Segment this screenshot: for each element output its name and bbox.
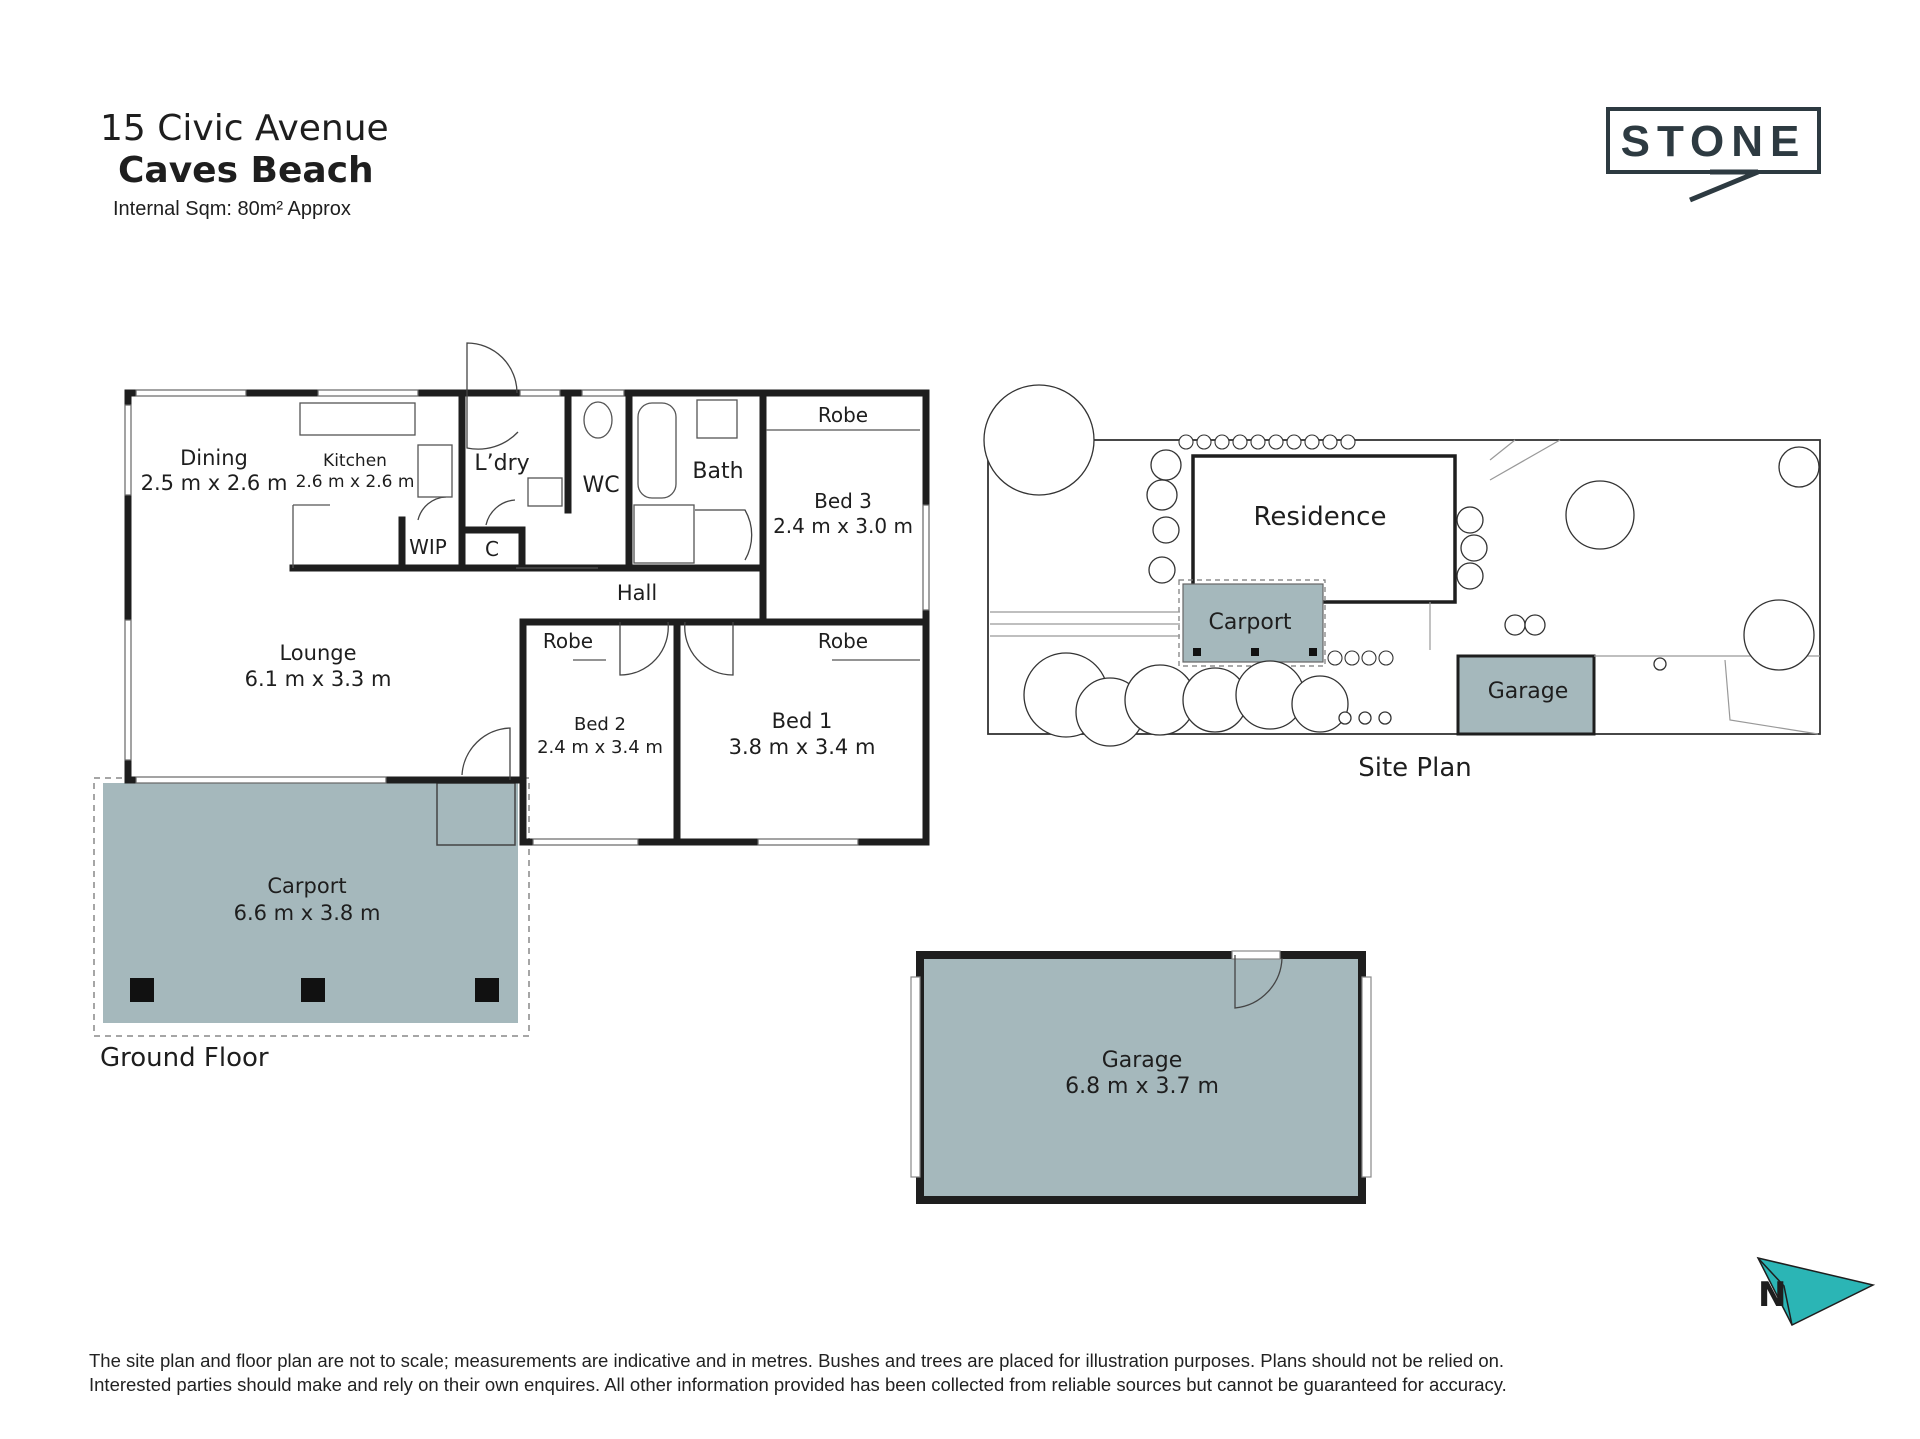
kitchen-size: 2.6 m x 2.6 m [296,472,415,492]
robe1-label: Robe [818,629,868,653]
site-garage [1456,654,1596,736]
bath-label: Bath [692,459,743,484]
hall-label: Hall [617,581,657,605]
bed1-size: 3.8 m x 3.4 m [729,735,876,759]
dining-label: Dining [180,446,248,470]
cupboard-label: C [485,537,499,561]
robe3-label: Robe [818,403,868,427]
site-residence-label: Residence [1254,502,1387,532]
site-carport-post [1309,648,1317,656]
internal-area: Internal Sqm: 80m² Approx [113,198,351,220]
wc-label: WC [582,473,619,498]
carport-post [130,978,154,1002]
brand-logo-tail [1689,169,1759,203]
site-residence [1191,454,1457,604]
garage-size: 6.8 m x 3.7 m [1065,1074,1219,1099]
disclaimer-line-1: The site plan and floor plan are not to … [89,1350,1505,1371]
carport-post [301,978,325,1002]
north-arrow-fold [1757,1257,1793,1326]
site-carport-post [1193,648,1201,656]
ground-floor-caption: Ground Floor [100,1043,269,1073]
bed3-label: Bed 3 [814,489,872,513]
robe2-label: Robe [543,629,593,653]
north-label: N [1758,1275,1786,1315]
site-carport-post [1251,648,1259,656]
wip-label: WIP [409,535,447,559]
disclaimer: The site plan and floor plan are not to … [89,1349,1849,1397]
lounge-size: 6.1 m x 3.3 m [245,667,392,691]
dining-size: 2.5 m x 2.6 m [141,471,288,495]
kitchen-label: Kitchen [323,451,387,471]
disclaimer-line-2: Interested parties should make and rely … [89,1374,1507,1395]
carport-size: 6.6 m x 3.8 m [234,901,381,925]
laundry-label: L’dry [474,451,529,476]
carport-post [475,978,499,1002]
bed2-size: 2.4 m x 3.4 m [537,737,663,758]
carport-label: Carport [267,874,346,898]
site-garage-label: Garage [1488,679,1569,704]
site-plan-caption: Site Plan [1358,753,1472,783]
garage-label: Garage [1102,1048,1183,1073]
site-boundary [987,439,1821,735]
garage-room [916,951,1366,1204]
garage-door-swing [1234,955,1283,1009]
address-line: 15 Civic Avenue [100,108,389,149]
north-arrow-icon [1756,1256,1876,1327]
lounge-label: Lounge [279,641,356,665]
brand-logo-text: STONE [1620,117,1807,166]
bed3-size: 2.4 m x 3.0 m [773,514,913,538]
site-carport-label: Carport [1209,610,1292,635]
garage-door-left [910,976,921,1178]
bed2-label: Bed 2 [574,714,626,735]
garage-pa-door [1231,950,1281,960]
site-carport-outline [1178,579,1326,667]
garage-door-right [1361,976,1372,1178]
bed1-label: Bed 1 [772,709,833,733]
suburb-title: Caves Beach [118,150,374,191]
carport-outline [93,777,530,1037]
